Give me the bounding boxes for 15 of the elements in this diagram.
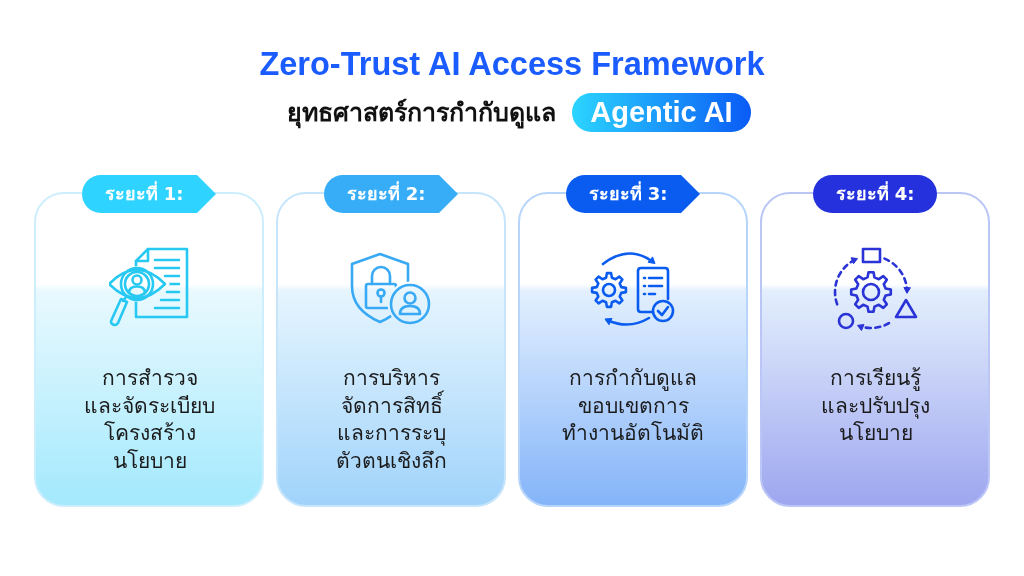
phase-tag: ระยะที่ 2: [324,175,458,213]
highlight-pill: Agentic AI [572,93,751,132]
phase-card [276,175,506,507]
subtitle: ยุทธศาสตร์การกำกับดูแล [287,96,557,129]
phase-description: การสำรวจและจัดระเบียบโครงสร้างนโยบาย [83,365,216,475]
phase-description: การบริหารจัดการสิทธิ์และการระบุตัวตนเชิงลึก [335,365,448,475]
phase-card [760,175,990,507]
diagram-title: Zero-Trust AI Access Framework [259,45,765,83]
phase-card [518,175,748,507]
phase-tag: ระยะที่ 1: [82,175,216,213]
phase-tag: ระยะที่ 3: [566,175,700,213]
phase-description: การเรียนรู้และปรับปรุงนโยบาย [820,365,931,447]
phase-tag: ระยะที่ 4: [813,175,937,213]
phase-description: การกำกับดูแลขอบเขตการทำงานอัตโนมัติ [561,365,705,447]
phase-card [34,175,264,507]
